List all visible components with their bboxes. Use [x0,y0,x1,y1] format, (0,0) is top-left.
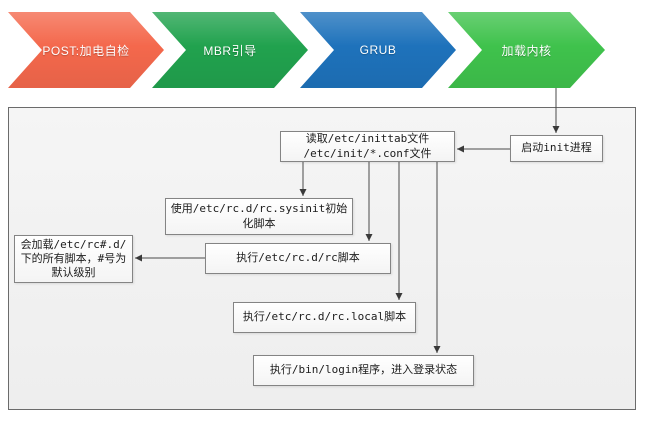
node-read-inittab-line1: 读取/etc/inittab文件 [305,132,430,146]
stage-chevron-grub: GRUB [300,12,456,88]
stage-chevron-post-label: POST:加电自检 [42,43,130,58]
node-rc-sysinit-label: 使用/etc/rc.d/rc.sysinit初始化脚本 [170,202,348,230]
node-rc-script: 执行/etc/rc.d/rc脚本 [205,243,391,274]
stage-chevron-kernel: 加载内核 [448,12,605,88]
stage-chevron-mbr-label: MBR引导 [203,43,257,58]
stage-chevron-kernel-label: 加载内核 [501,43,552,58]
node-rc-sysinit: 使用/etc/rc.d/rc.sysinit初始化脚本 [165,198,353,235]
node-runlevel-note-label: 会加载/etc/rc#.d/下的所有脚本，#号为默认级别 [20,237,127,280]
node-read-inittab: 读取/etc/inittab文件 /etc/init/*.conf文件 [280,131,455,162]
stage-chevron-post: POST:加电自检 [8,12,164,88]
node-read-inittab-line2: /etc/init/*.conf文件 [303,146,432,160]
node-rc-local-label: 执行/etc/rc.d/rc.local脚本 [242,310,407,324]
node-rc-script-label: 执行/etc/rc.d/rc脚本 [236,251,360,265]
node-rc-local: 执行/etc/rc.d/rc.local脚本 [233,302,416,333]
node-bin-login-label: 执行/bin/login程序，进入登录状态 [269,363,458,377]
node-runlevel-note: 会加载/etc/rc#.d/下的所有脚本，#号为默认级别 [14,235,133,283]
node-bin-login: 执行/bin/login程序，进入登录状态 [253,355,474,386]
stage-chevron-grub-label: GRUB [359,43,397,57]
stage-chevron-mbr: MBR引导 [152,12,308,88]
node-start-init: 启动init进程 [510,135,603,162]
node-start-init-label: 启动init进程 [521,141,592,155]
